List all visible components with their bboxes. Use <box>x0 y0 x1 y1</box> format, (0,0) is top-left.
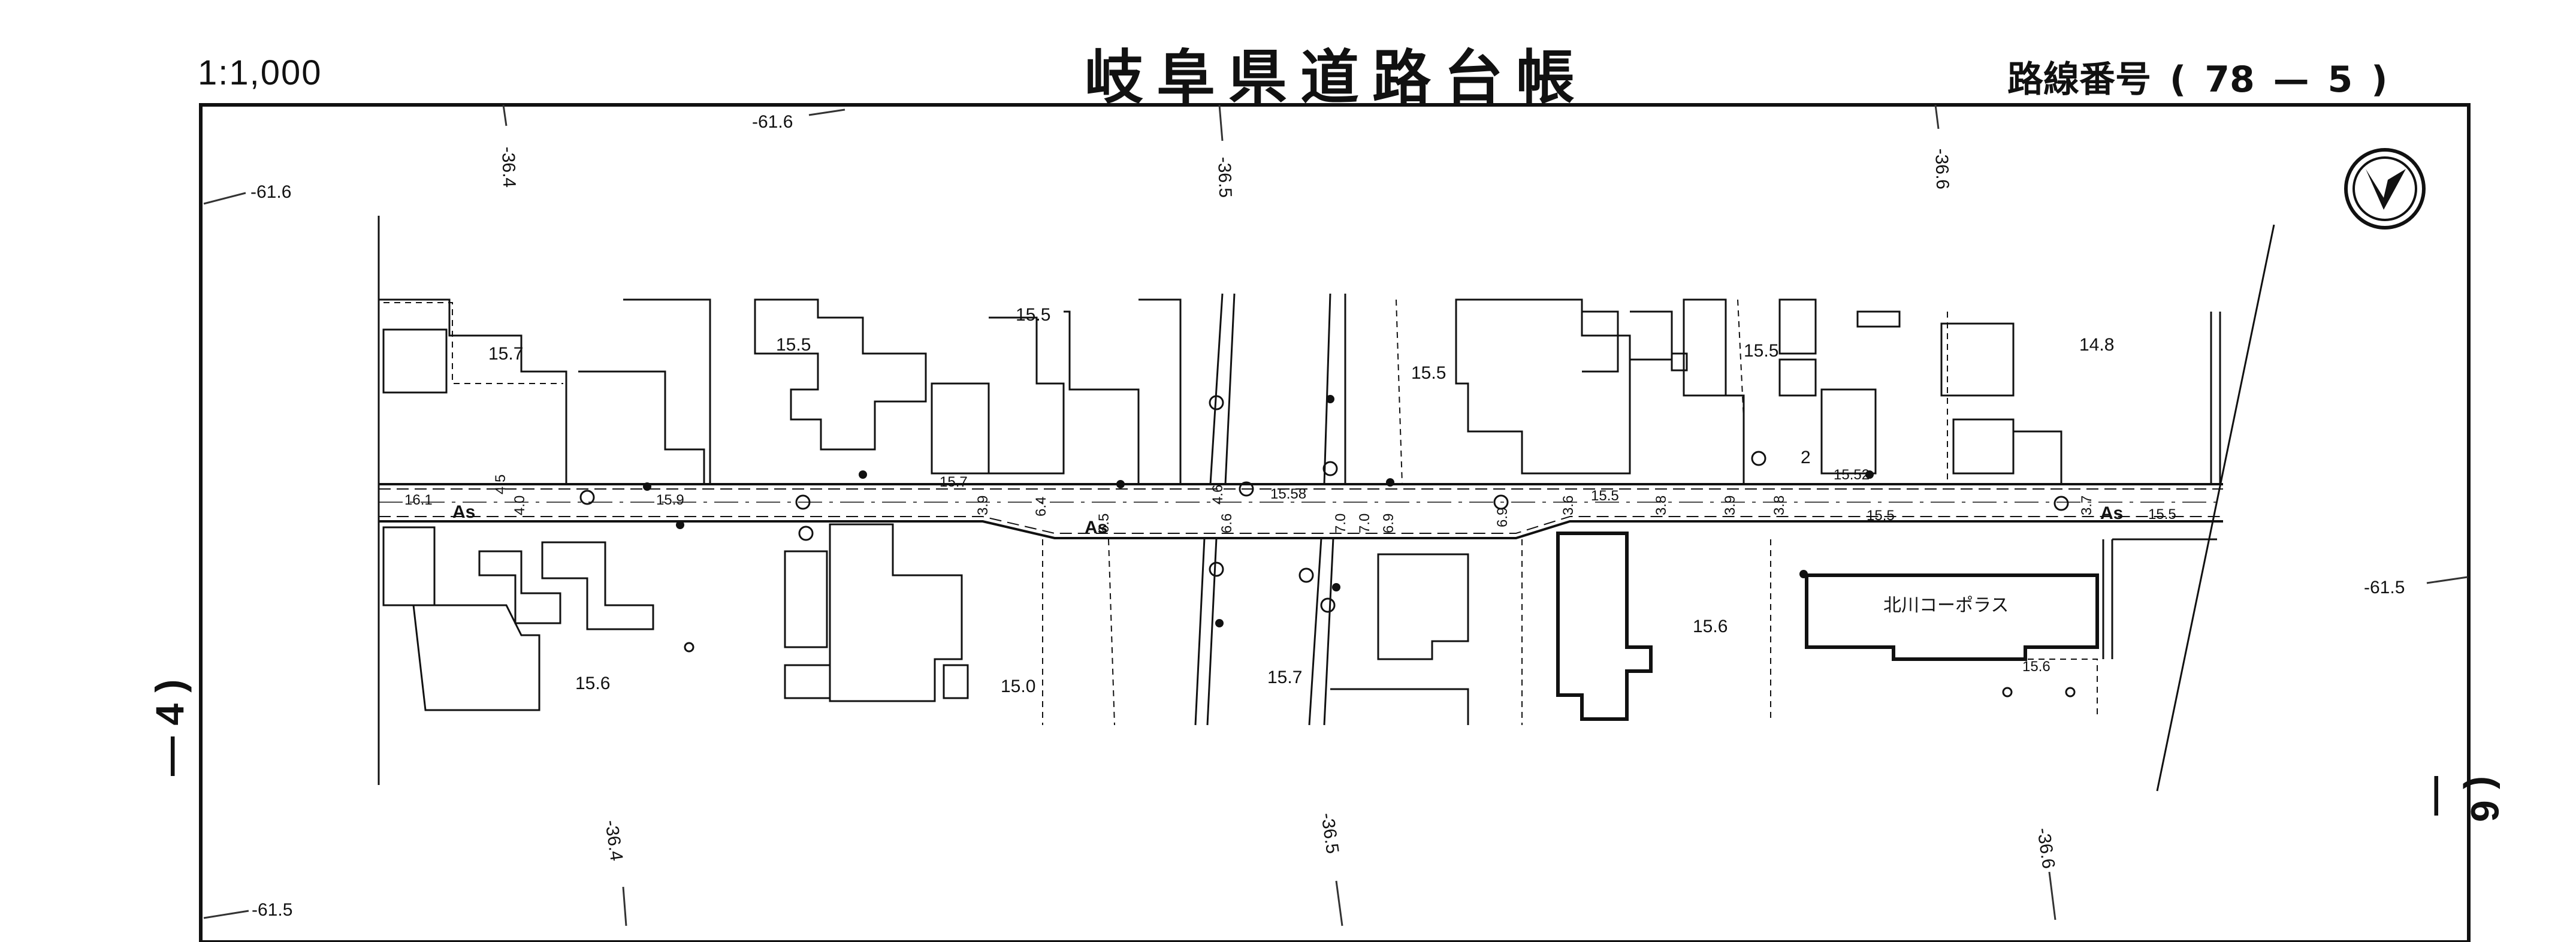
elevation-label: 15.5 <box>1867 508 1895 524</box>
elevation-label: 15.7 <box>488 344 523 364</box>
route-main: 78 <box>2204 59 2255 101</box>
elevation-label: 15.0 <box>1001 677 1035 696</box>
manholes <box>579 395 2076 698</box>
elevation-label: 15.5 <box>776 335 811 355</box>
map-title: 岐阜県道路台帳 <box>1085 43 1589 112</box>
elevation-label: 15.5 <box>1744 341 1778 361</box>
lot-lines-north <box>383 299 1948 485</box>
width-label: 4.5 <box>493 475 509 494</box>
grid-label: -36.6 <box>1931 148 1952 190</box>
pavement-label: As <box>452 502 475 522</box>
width-label: 6.9 <box>1381 514 1397 533</box>
elevation-label: 15.5 <box>2148 506 2176 523</box>
elevation-label: 15.6 <box>1693 617 1728 636</box>
width-label: 6.9 <box>1494 508 1511 527</box>
width-label: 4.6 <box>1210 485 1226 505</box>
contour-label: -61.5 <box>2364 578 2405 597</box>
pavement-label: As <box>2100 503 2123 523</box>
width-label: 6.4 <box>1033 497 1049 517</box>
road <box>379 483 2223 539</box>
contour-label: -61.5 <box>252 900 292 920</box>
elevation-label: 15.5 <box>1411 363 1446 383</box>
width-label: 3.6 <box>1560 496 1577 515</box>
elevation-label: 16.1 <box>404 492 433 508</box>
buildings-north <box>379 298 2062 484</box>
elevation-label: 14.8 <box>2079 335 2114 355</box>
grid-label: -36.5 <box>1214 156 1235 198</box>
building-name: 北川コーポラス <box>1883 596 2009 615</box>
elevation-labels: 15.7 15.5 15.5 15.5 15.5 14.8 16.1 15.9 … <box>404 305 2176 696</box>
map-frame <box>199 103 2471 942</box>
route-close: ) <box>2371 59 2388 101</box>
width-label: 3.9 <box>1722 496 1738 515</box>
contour-label: -61.6 <box>250 182 291 202</box>
width-label: 3.9 <box>975 496 991 515</box>
elevation-label: 15.52 <box>1834 467 1870 483</box>
elevation-label: 15.5 <box>1591 488 1619 504</box>
elevation-label: 15.7 <box>940 474 968 490</box>
width-label: 6.5 <box>1096 514 1112 533</box>
width-label: 7.0 <box>1357 514 1373 533</box>
pavement-label: As <box>1085 518 1107 538</box>
grid-label: -36.4 <box>601 819 626 862</box>
elevation-label: 15.9 <box>656 492 684 508</box>
lot-lines-south <box>1042 539 2098 726</box>
width-label: 3.7 <box>2079 496 2095 515</box>
fence-lines <box>2102 312 2221 659</box>
lot-number: 2 <box>1801 448 1811 467</box>
width-label: 7.0 <box>1333 514 1349 533</box>
grid-label: -36.5 <box>1317 811 1342 855</box>
elevation-label: 15.6 <box>575 674 610 693</box>
elevation-label: 15.7 <box>1267 668 1302 687</box>
elevation-label: 15.58 <box>1270 486 1306 502</box>
map-scale: 1:1,000 <box>198 53 322 92</box>
route-label: 路線番号 <box>2007 59 2151 101</box>
contour-label: -61.6 <box>752 112 793 132</box>
width-labels: 4.5 4.0 3.9 6.4 6.5 6.6 4.6 7.0 7.0 6.9 … <box>493 475 2095 533</box>
utility-poles <box>643 395 1874 627</box>
north-arrow-icon <box>2344 148 2426 230</box>
elevation-label: 15.5 <box>1016 305 1050 325</box>
width-label: 6.6 <box>1219 514 1235 533</box>
route-sub: 5 <box>2327 59 2353 101</box>
elevation-label: 15.6 <box>2022 659 2050 675</box>
width-label: 3.8 <box>1771 496 1787 515</box>
width-label: 4.0 <box>512 496 528 515</box>
route-open: ( <box>2169 59 2187 101</box>
building-kitakawa <box>1556 532 2099 721</box>
buildings-south <box>382 523 1469 725</box>
grid-label: -36.4 <box>498 146 519 188</box>
route-number: 路線番号 ( 78 — 5 ) <box>2001 50 2388 102</box>
width-label: 3.8 <box>1653 496 1669 515</box>
cross-streets <box>1194 293 1346 726</box>
grid-ticks <box>203 104 2468 926</box>
route-dash: — <box>2273 59 2309 101</box>
grid-label: -36.6 <box>2033 826 2058 869</box>
